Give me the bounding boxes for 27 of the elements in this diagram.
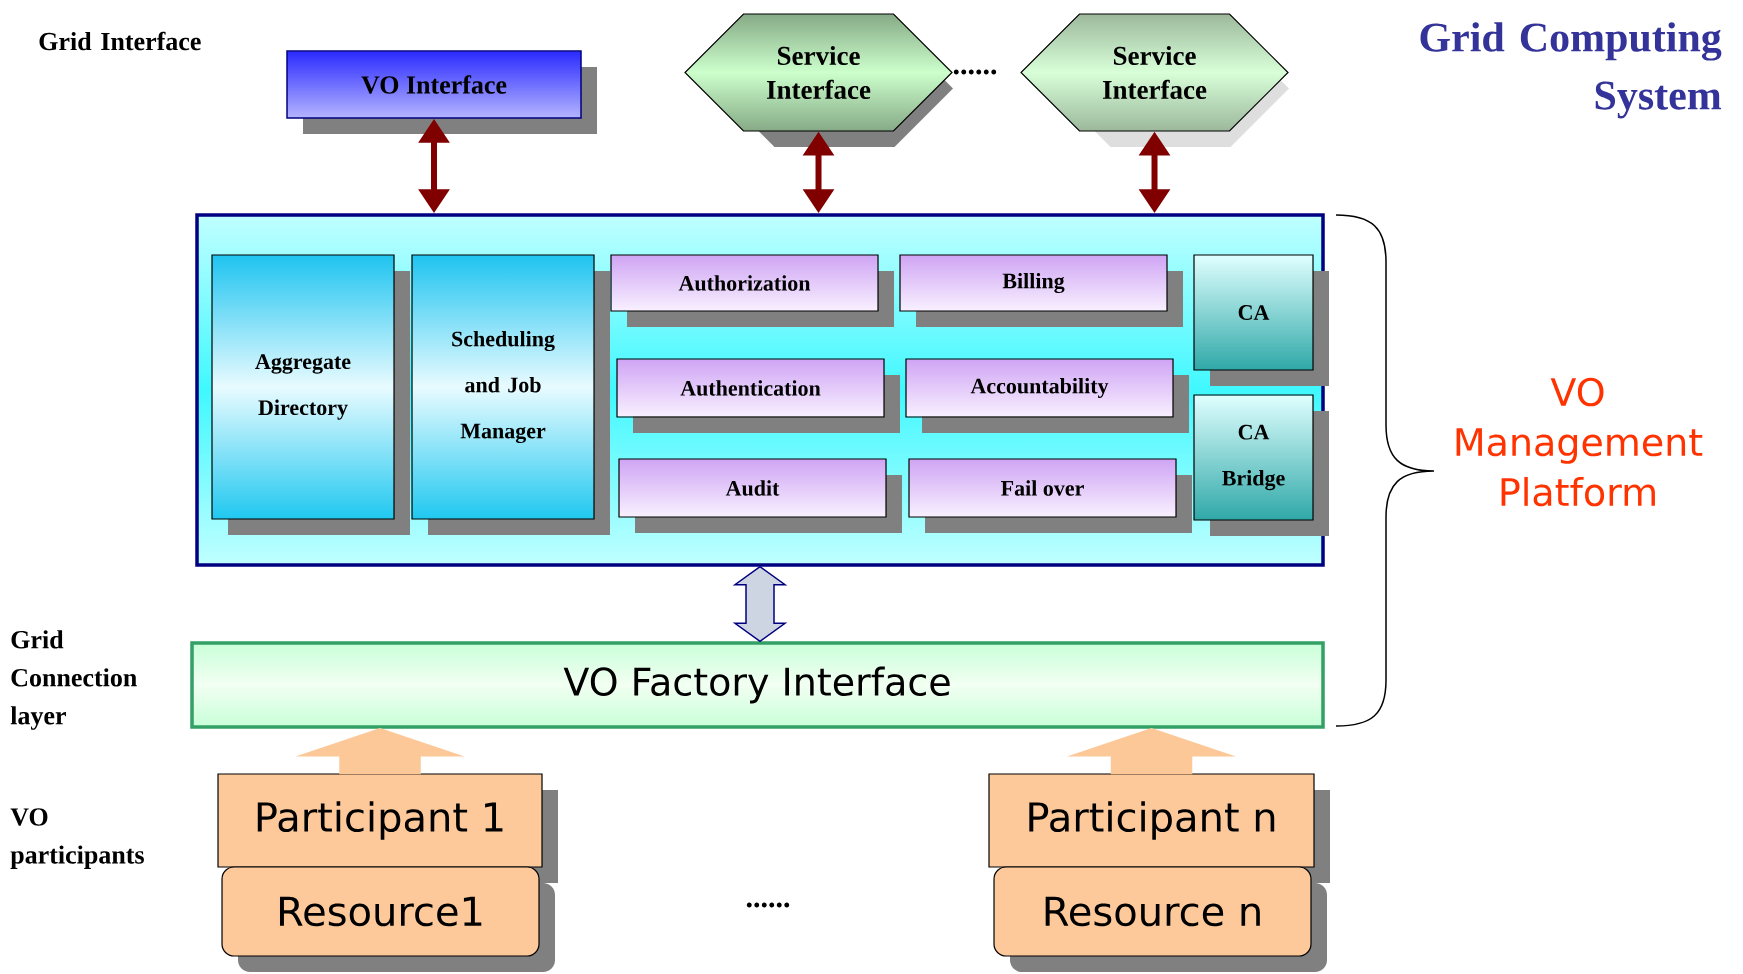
interface-box: VO Interface xyxy=(286,50,597,134)
resource-box: Resource1 xyxy=(221,866,555,972)
title: Grid Computing System xyxy=(1420,22,1722,119)
resource-box: Resource n xyxy=(993,866,1327,972)
module-box: Authorization xyxy=(610,254,894,327)
participant-box: Participant 1 xyxy=(217,773,558,883)
module-box: Authentication xyxy=(616,358,900,433)
module-box: Fail over xyxy=(908,458,1192,533)
platform-label: VO Management Platform xyxy=(1456,377,1703,507)
module-box: Scheduling and Job Manager xyxy=(411,254,610,535)
section-label: Grid Interface xyxy=(39,31,201,51)
participant-box: Participant n xyxy=(988,773,1330,883)
module-box: Billing xyxy=(899,254,1183,327)
module-box: Audit xyxy=(618,458,902,533)
section-label: Grid Connection layer xyxy=(10,630,137,730)
ellipsis: ...... xyxy=(953,69,997,75)
module-box: Aggregate Directory xyxy=(211,254,410,535)
module-box: Accountability xyxy=(905,358,1189,433)
hexagon: Service Interface xyxy=(684,13,953,147)
interface-bar: VO Factory Interface xyxy=(190,641,1325,729)
section-label: VO participants xyxy=(10,808,144,869)
block-arrow xyxy=(732,565,788,643)
module-box: CA Bridge xyxy=(1193,394,1329,536)
ellipsis: ...... xyxy=(746,902,790,908)
block-arrow xyxy=(295,727,465,775)
module-box: CA xyxy=(1193,254,1329,386)
hexagon: Service Interface xyxy=(1020,13,1289,147)
